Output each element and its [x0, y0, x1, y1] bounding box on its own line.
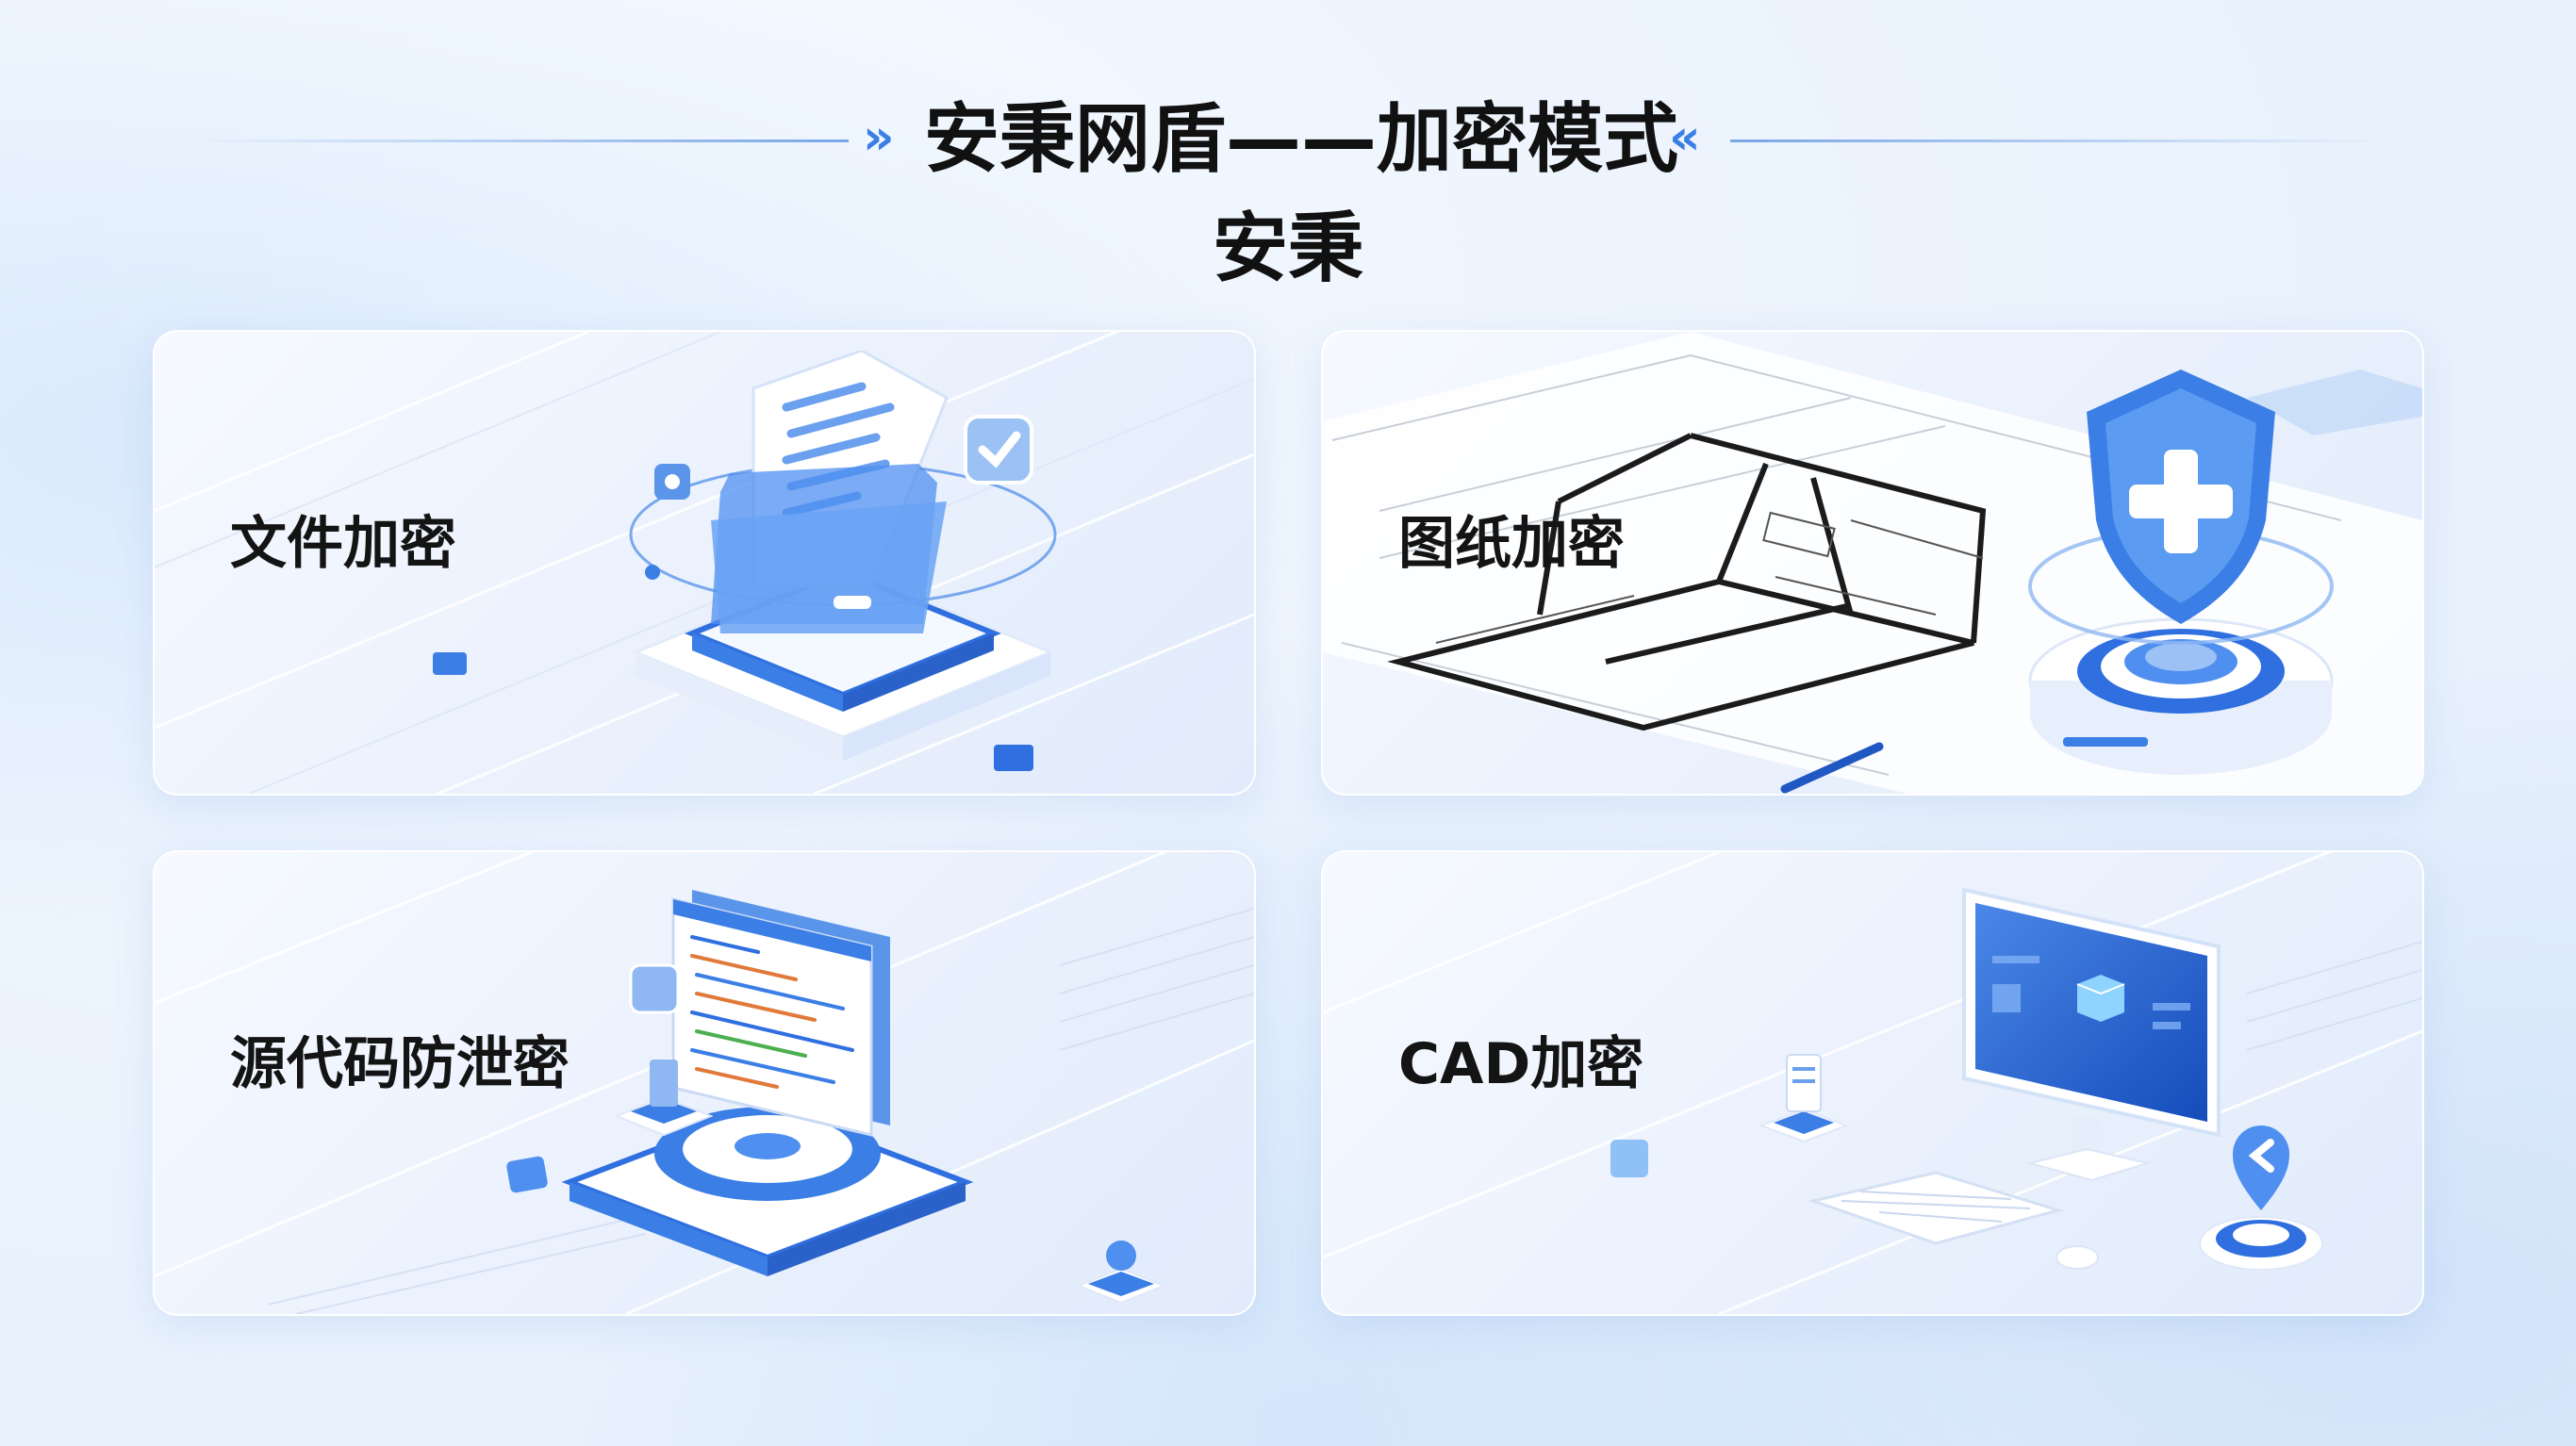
- document-folder-icon: [629, 351, 1057, 761]
- heart-badge-icon: [1076, 1241, 1166, 1305]
- card-drawing-encryption[interactable]: 图纸加密: [1321, 330, 2424, 796]
- header-divider-right: [1730, 140, 2390, 142]
- chevron-right-icon: »: [863, 109, 895, 166]
- shield-blueprint-icon: [2028, 370, 2334, 775]
- cube-icon: [1610, 1140, 1648, 1177]
- card-title: 源代码防泄密: [230, 1031, 570, 1097]
- card-title: CAD加密: [1398, 1031, 1644, 1097]
- cube-icon: [433, 652, 467, 675]
- cube-icon: [994, 745, 1033, 771]
- card-title: 图纸加密: [1398, 511, 1625, 577]
- server-stack-icon: [614, 1060, 714, 1137]
- card-file-encryption[interactable]: 文件加密: [153, 330, 1256, 796]
- page-title: 安秉网盾——加密模式: [924, 95, 1678, 183]
- header-divider-left: [189, 140, 849, 142]
- card-cad-encryption[interactable]: CAD加密: [1321, 850, 2424, 1316]
- chevron-left-icon: «: [1669, 109, 1701, 166]
- page-header: » 安秉网盾——加密模式 « 安秉: [0, 0, 2576, 320]
- card-title: 文件加密: [230, 511, 456, 577]
- location-pin-icon: [2199, 1126, 2323, 1271]
- page-subtitle: 安秉: [1213, 205, 1363, 292]
- code-window-icon: [561, 890, 974, 1276]
- cube-icon: [505, 1155, 549, 1194]
- card-source-code-leak-prevention[interactable]: 源代码防泄密: [153, 850, 1256, 1316]
- document-stand-icon: [1759, 1054, 1849, 1143]
